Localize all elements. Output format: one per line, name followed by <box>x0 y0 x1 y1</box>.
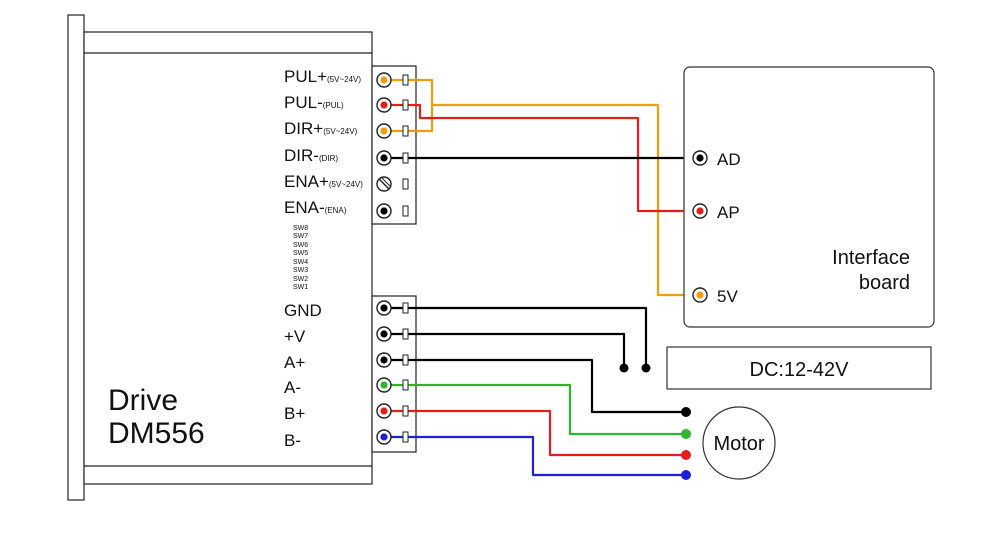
wire-red-pul-to-ap <box>384 103 700 213</box>
terminal-screw <box>376 72 409 88</box>
drive-model: DM556 <box>108 417 205 450</box>
terminal-screw <box>376 352 409 368</box>
motor-lead-red <box>681 450 691 460</box>
drive-name: Drive <box>108 384 178 417</box>
interface-board <box>683 66 935 328</box>
wire-black-vplus <box>384 332 626 368</box>
pin-label-a-minus: A- <box>284 378 301 397</box>
switch-label: SW4 <box>293 259 308 266</box>
terminal-screw <box>376 300 409 316</box>
power-terminals <box>376 300 409 445</box>
signal-terminal-block <box>371 65 417 225</box>
interface-board-title-line2: board <box>859 272 910 294</box>
terminal-screw <box>376 97 409 113</box>
pin-label-ena-minus: ENA-(ENA) <box>284 198 347 217</box>
pin-label-pul-plus: PUL+(5V~24V) <box>284 67 361 86</box>
power-terminal-block <box>371 295 417 453</box>
switch-label: SW3 <box>293 267 308 274</box>
pin-label-dir-plus: DIR+(5V~24V) <box>284 119 358 138</box>
motor-symbol <box>702 406 776 480</box>
motor-lead-black <box>681 407 691 417</box>
wire-orange-bus <box>432 103 700 297</box>
switch-label: SW8 <box>293 225 308 232</box>
interface-pin-label-ap: AP <box>717 203 740 222</box>
junction-dot <box>619 363 629 373</box>
junction-dot <box>641 363 651 373</box>
switch-label: SW7 <box>293 233 308 240</box>
pin-label-v-plus: +V <box>284 327 306 346</box>
pin-label-pul-minus: PUL-(PUL) <box>284 93 344 112</box>
wire-blue-b-minus <box>384 435 686 477</box>
signal-pin-labels: PUL+(5V~24V) PUL-(PUL) DIR+(5V~24V) DIR-… <box>284 67 363 217</box>
switch-label: SW5 <box>293 250 308 257</box>
switch-label: SW1 <box>293 284 308 291</box>
power-junction-dots <box>619 363 651 373</box>
motor-lead-green <box>681 429 691 439</box>
interface-pin-label-5v: 5V <box>717 287 738 306</box>
pin-label-b-minus: B- <box>284 431 301 450</box>
terminal-screw <box>376 403 409 419</box>
motor-lead-dots <box>681 407 691 480</box>
terminal-ap <box>692 203 708 219</box>
interface-board-title-line1: Interface <box>832 247 910 269</box>
wire-black-a-plus <box>384 358 686 414</box>
terminal-5v <box>692 287 708 303</box>
switch-label: SW6 <box>293 242 308 249</box>
wire-green-a-minus <box>384 383 686 436</box>
terminal-screw <box>376 203 409 219</box>
pin-label-ena-plus: ENA+(5V~24V) <box>284 172 363 191</box>
interface-board-terminals <box>692 150 708 303</box>
motor-lead-blue <box>681 470 691 480</box>
terminal-ad <box>692 150 708 166</box>
pin-label-b-plus: B+ <box>284 404 305 423</box>
power-supply-box <box>666 346 932 390</box>
terminal-screw <box>376 429 409 445</box>
switch-label: SW2 <box>293 276 308 283</box>
interface-pin-label-ad: AD <box>717 150 741 169</box>
motor-label: Motor <box>713 433 764 455</box>
terminal-screw <box>376 377 409 393</box>
wire-black-gnd <box>384 306 648 368</box>
pin-label-dir-minus: DIR-(DIR) <box>284 146 338 165</box>
wire-red-b-plus <box>384 409 686 457</box>
pin-label-gnd: GND <box>284 301 322 320</box>
terminal-screw <box>376 123 409 139</box>
power-pin-labels: GND +V A+ A- B+ B- <box>284 301 322 450</box>
drive-housing <box>67 14 373 501</box>
terminal-screw <box>376 150 409 166</box>
pin-label-a-plus: A+ <box>284 353 305 372</box>
power-supply-label: DC:12-42V <box>750 359 850 381</box>
signal-terminals <box>376 72 409 219</box>
terminal-screw <box>376 326 409 342</box>
switch-labels: SW8 SW7 SW6 SW5 SW4 SW3 SW2 SW1 <box>293 225 308 291</box>
terminal-screw-unused <box>376 176 409 192</box>
wires <box>384 78 700 477</box>
